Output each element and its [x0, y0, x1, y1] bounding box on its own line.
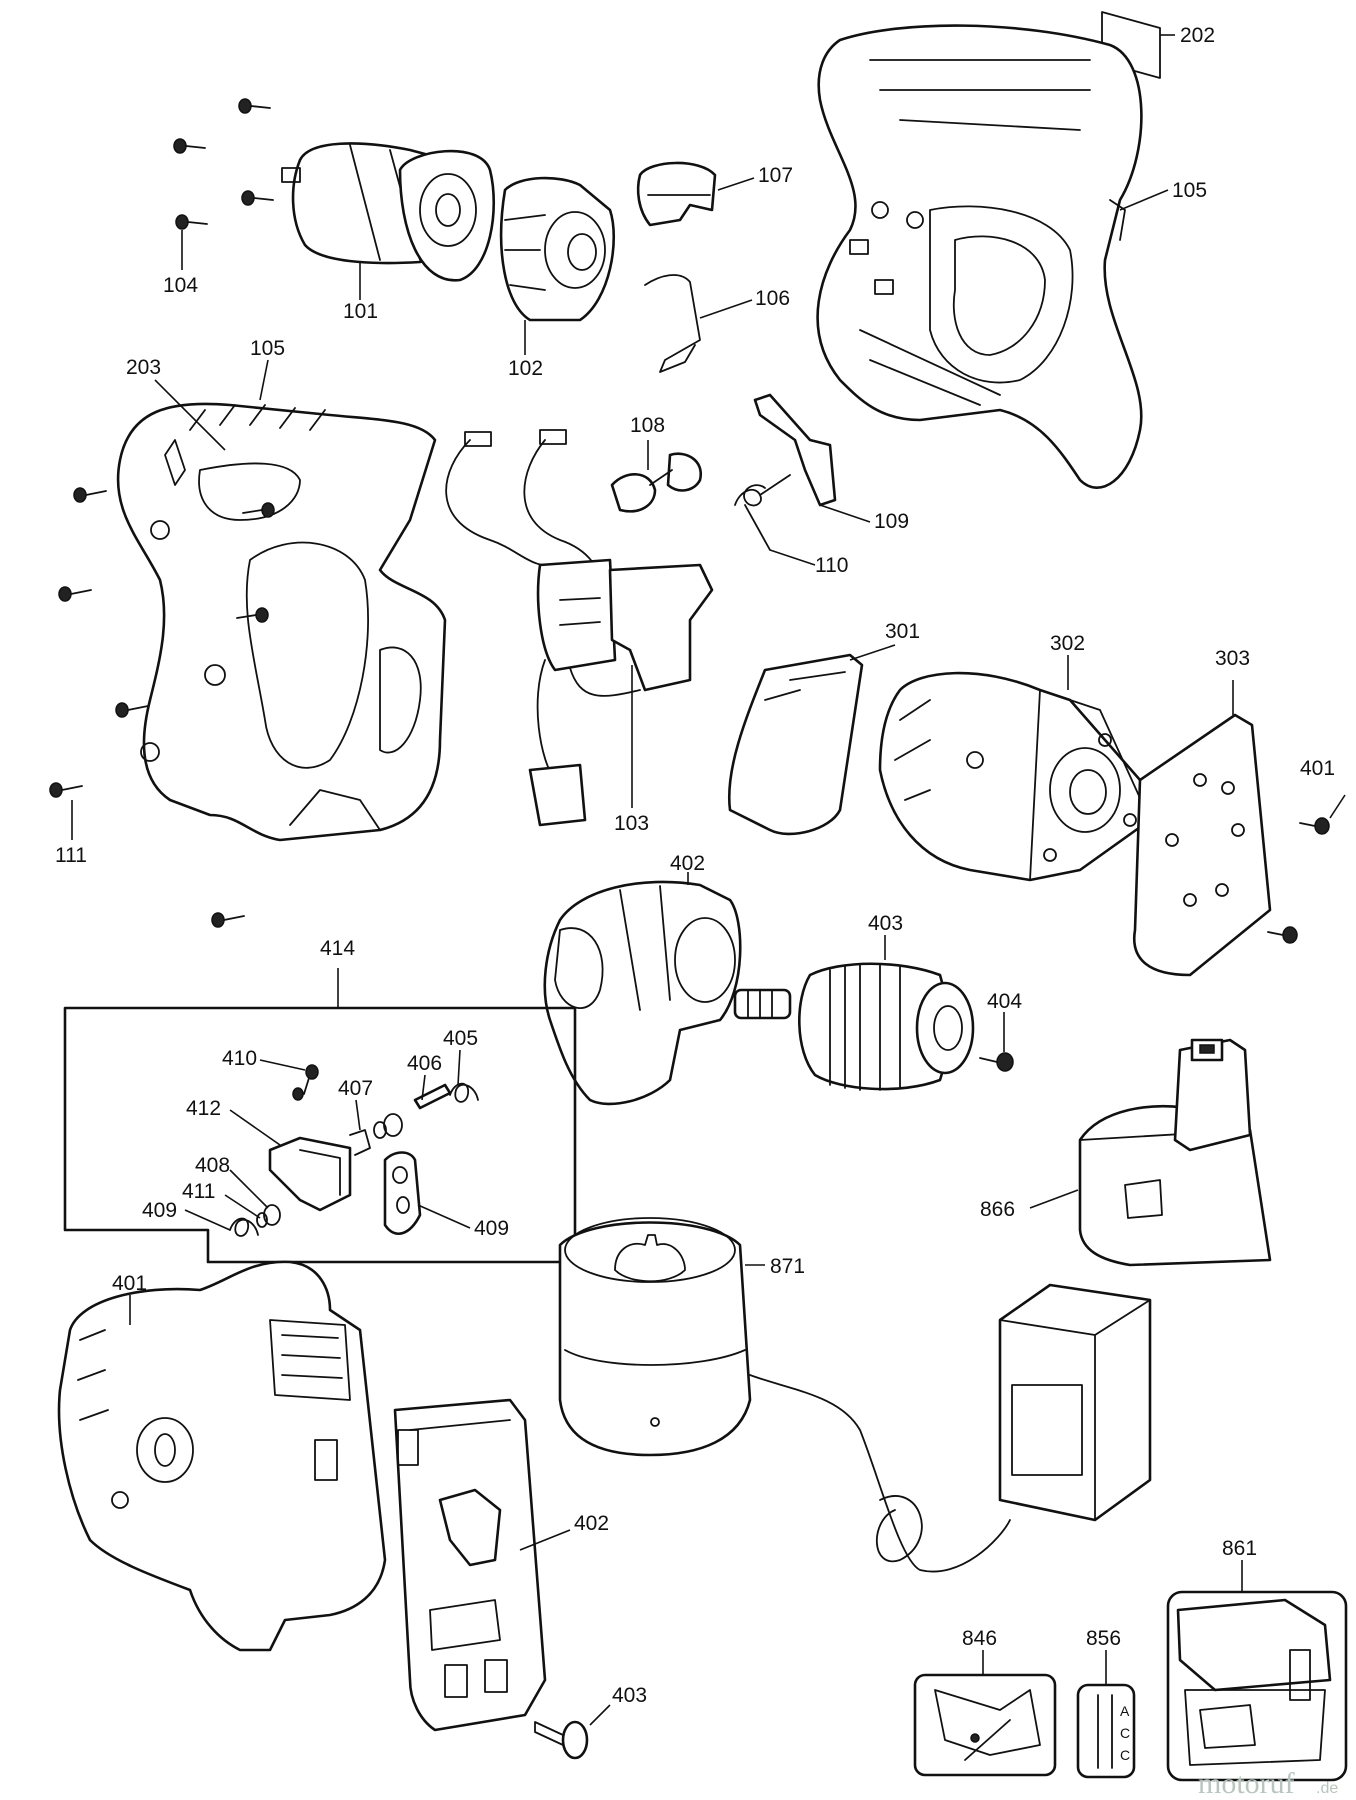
part-106-spring-wire — [644, 274, 701, 373]
part-303-screw — [979, 1052, 1014, 1072]
part-871-charger — [558, 1217, 1011, 1573]
tag-letter-c2: C — [1120, 1747, 1130, 1763]
part-107-clip — [636, 161, 717, 227]
label-202: 303 — [1215, 647, 1250, 670]
label-105-left: 105 — [250, 337, 285, 360]
label-203: 401 — [1300, 757, 1335, 780]
watermark: motoruf .de — [1198, 1767, 1338, 1800]
watermark-main: motoruf — [1198, 1767, 1295, 1800]
label-405: 406 — [407, 1052, 442, 1075]
label-846: 846 — [962, 1627, 997, 1650]
label-114: 301 — [885, 620, 920, 643]
part-108-button — [610, 452, 703, 513]
label-101: 101 — [343, 300, 378, 323]
part-203-screws — [1267, 817, 1330, 944]
label-407: 408 — [195, 1154, 230, 1177]
label-109: 109 — [874, 510, 909, 533]
label-104: 104 — [163, 274, 198, 297]
part-110-spring — [734, 474, 791, 551]
label-412: 412 — [186, 1097, 221, 1120]
part-302-chuck — [798, 962, 975, 1091]
label-102: 102 — [508, 357, 543, 380]
label-106: 106 — [755, 287, 790, 310]
watermark-suffix: .de — [1316, 1780, 1338, 1797]
label-103: 103 — [614, 812, 649, 835]
part-866-battery — [1078, 1038, 1272, 1267]
tag-letter-a: A — [1120, 1703, 1130, 1719]
part-861-carrying-case — [1166, 1590, 1348, 1782]
label-408: 409 — [142, 1199, 177, 1222]
label-409-text: 409 — [474, 1217, 509, 1240]
part-102-gearbox — [499, 176, 616, 322]
part-114-side-cover — [727, 653, 864, 836]
label-871: 871 — [770, 1255, 805, 1278]
label-201: 302 — [1050, 632, 1085, 655]
label-404: 405 — [443, 1027, 478, 1050]
label-861: 861 — [1222, 1537, 1257, 1560]
part-301-drill-head — [543, 880, 792, 1106]
part-414-kit-box — [63, 1006, 577, 1264]
part-103-switch-wiring — [445, 429, 714, 827]
label-411: 411 — [182, 1180, 215, 1203]
part-104-screws — [173, 98, 274, 230]
label-301: 402 — [670, 852, 705, 875]
part-871-ac-adapter — [998, 1283, 1152, 1522]
part-403-knob-screw — [534, 1720, 589, 1760]
part-201-sander-head — [878, 671, 1152, 882]
label-856: 856 — [1086, 1627, 1121, 1650]
part-labels-jigsaw: 401 402 403 409 — [112, 1217, 647, 1707]
part-856-accessory-tag — [1076, 1683, 1136, 1779]
part-202-sanding-plate — [1132, 713, 1272, 977]
label-402-text: 402 — [574, 1512, 609, 1535]
accessory-tag-text: A C C — [1120, 1703, 1130, 1763]
label-105-right: 105 — [1172, 179, 1207, 202]
label-406: 407 — [338, 1077, 373, 1100]
label-403-text: 403 — [612, 1684, 647, 1707]
label-401-text: 401 — [112, 1272, 147, 1295]
label-302: 403 — [868, 912, 903, 935]
leader-lines — [71, 34, 1346, 1726]
part-846-bit-set — [913, 1673, 1057, 1777]
label-107: 107 — [758, 164, 793, 187]
label-110: 110 — [815, 554, 848, 577]
tag-letter-c1: C — [1120, 1725, 1130, 1741]
label-112: 202 — [1180, 24, 1215, 47]
part-109-lever — [753, 393, 837, 507]
label-113: 203 — [126, 356, 161, 379]
part-labels: 202 105 107 106 104 101 102 105 203 108 … — [55, 24, 1335, 1650]
part-402-jigsaw-shoe — [393, 1398, 547, 1732]
label-414: 414 — [320, 937, 355, 960]
part-105-left-housing — [116, 402, 447, 842]
part-105-right-housing — [816, 24, 1143, 489]
part-screws-left — [49, 487, 275, 928]
part-101-motor — [281, 142, 496, 282]
label-410: 410 — [222, 1047, 257, 1070]
label-303: 404 — [987, 990, 1022, 1013]
label-111: 111 — [55, 844, 87, 867]
part-401-jigsaw-head — [57, 1260, 387, 1652]
label-866: 866 — [980, 1198, 1015, 1221]
label-108: 108 — [630, 414, 665, 437]
